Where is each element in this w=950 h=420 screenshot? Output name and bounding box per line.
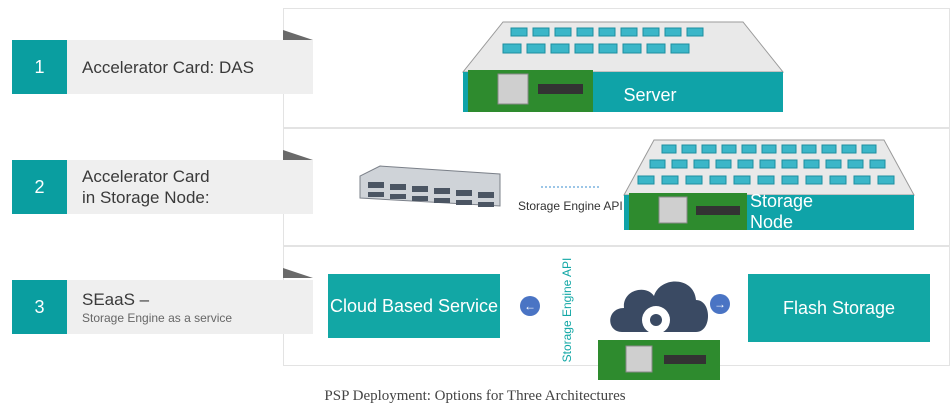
rack-server-icon — [359, 165, 501, 207]
option-2-title-line2: in Storage Node: — [82, 188, 210, 207]
storage-node-label: Storage Node — [750, 191, 814, 232]
cloud-gear-icon — [610, 281, 708, 334]
option-3-number: 3 — [12, 280, 67, 334]
right-arrow-icon: → — [710, 294, 730, 314]
chip — [497, 73, 529, 105]
option-1-number: 1 — [12, 40, 67, 94]
option-3-title: SEaaS – — [82, 289, 150, 309]
option-2: 2 Accelerator Card in Storage Node: — [12, 160, 313, 214]
pcb-card-icon — [598, 340, 720, 380]
row3-flag — [283, 268, 313, 278]
left-arrow-icon: ← — [520, 296, 540, 316]
option-3: 3 SEaaS – Storage Engine as a service — [12, 280, 313, 334]
memory-stick — [538, 84, 583, 94]
storage-node-illustration — [623, 139, 915, 230]
api-dotted-line — [541, 186, 601, 188]
row2-flag — [283, 150, 313, 160]
option-1: 1 Accelerator Card: DAS — [12, 40, 313, 94]
storage-engine-api-label: Storage Engine API — [518, 199, 623, 213]
flash-storage-box: Flash Storage — [748, 274, 930, 342]
row1-flag — [283, 30, 313, 40]
option-2-title: Accelerator Card — [82, 167, 210, 186]
memory-modules — [502, 27, 704, 54]
storage-engine-api-vertical-label: Storage Engine API — [560, 257, 574, 363]
cloud-based-service-box: Cloud Based Service — [328, 274, 500, 338]
option-3-subtitle: Storage Engine as a service — [82, 310, 233, 325]
figure-caption: PSP Deployment: Options for Three Archit… — [324, 388, 626, 404]
server-label: Server — [623, 84, 677, 105]
server-illustration — [461, 21, 785, 112]
option-1-title: Accelerator Card: DAS — [82, 57, 254, 77]
option-2-number: 2 — [12, 160, 67, 214]
